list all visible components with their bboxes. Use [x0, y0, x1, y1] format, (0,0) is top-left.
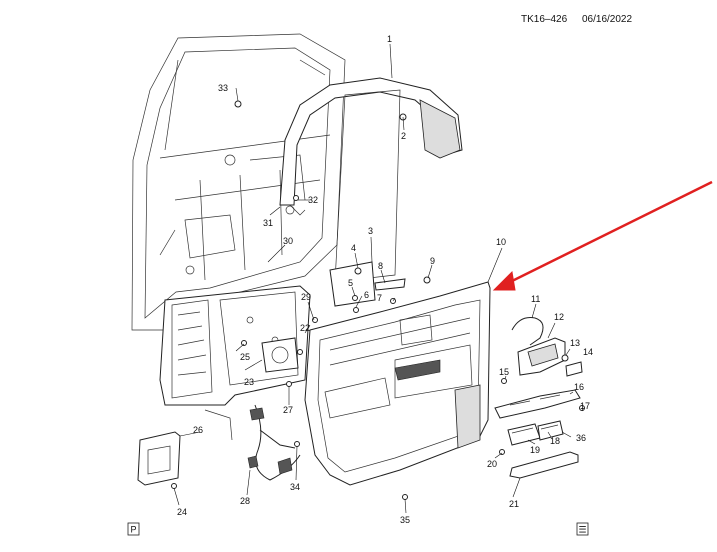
svg-text:P: P — [131, 525, 137, 535]
door-inner-panel — [159, 285, 311, 441]
figure-id: TK16–426 — [521, 14, 568, 25]
wiring-harness — [247, 404, 301, 481]
armrest-bracket — [374, 278, 441, 381]
callout-24: 24 — [177, 507, 187, 517]
callout-7: 7 — [377, 293, 382, 303]
callout-5: 5 — [348, 278, 353, 288]
water-deflector — [329, 89, 401, 307]
callout-21: 21 — [509, 499, 519, 509]
callout-22: 22 — [300, 323, 310, 333]
callout-9: 9 — [430, 256, 435, 266]
callout-19: 19 — [530, 445, 540, 455]
callout-10: 10 — [496, 237, 506, 247]
svg-text:☰: ☰ — [579, 525, 587, 535]
handle-cable — [511, 317, 544, 346]
callout-8: 8 — [378, 261, 383, 271]
window-switch — [507, 420, 564, 446]
callout-31: 31 — [263, 218, 273, 228]
callout-32: 32 — [308, 195, 318, 205]
door-lock-cover — [261, 337, 299, 373]
corner-icon-right: ☰ — [576, 522, 589, 536]
corner-icon-left: P — [127, 522, 140, 536]
figure-date: 06/16/2022 — [582, 14, 632, 25]
callout-33: 33 — [218, 83, 228, 93]
switch-bezel — [494, 389, 581, 419]
callout-13: 13 — [570, 338, 580, 348]
callout-11: 11 — [531, 294, 540, 304]
callout-16: 16 — [574, 382, 584, 392]
callout-25: 25 — [240, 352, 250, 362]
callout-35: 35 — [400, 515, 410, 525]
speaker — [137, 431, 181, 486]
callout-2: 2 — [401, 131, 406, 141]
callout-29: 29 — [301, 292, 311, 302]
callout-28: 28 — [240, 496, 250, 506]
door-trim-panel — [304, 281, 491, 486]
callout-20: 20 — [487, 459, 497, 469]
callout-17: 17 — [580, 401, 590, 411]
callout-15: 15 — [499, 367, 509, 377]
callout-6: 6 — [364, 290, 369, 300]
pull-handle — [509, 451, 579, 479]
handle-cover — [565, 361, 583, 377]
callout-18: 18 — [550, 436, 560, 446]
inside-handle — [517, 337, 566, 376]
callout-27: 27 — [283, 405, 293, 415]
callout-26: 26 — [193, 425, 203, 435]
callout-23: 23 — [244, 377, 254, 387]
clip-13 — [561, 354, 569, 362]
callout-34: 34 — [290, 482, 300, 492]
callout-36: 36 — [576, 433, 586, 443]
pointer-arrow — [492, 180, 713, 291]
callout-12: 12 — [554, 312, 564, 322]
leader-lines — [173, 43, 584, 514]
callout-1: 1 — [387, 34, 392, 44]
callout-30: 30 — [283, 236, 293, 246]
callout-14: 14 — [583, 347, 593, 357]
belt-molding — [279, 77, 463, 216]
callout-4: 4 — [351, 243, 356, 253]
door-shell — [131, 33, 346, 331]
callout-3: 3 — [368, 226, 373, 236]
callout-labels: 1 2 3 4 5 6 7 8 9 10 11 12 13 14 15 16 1… — [177, 34, 593, 525]
